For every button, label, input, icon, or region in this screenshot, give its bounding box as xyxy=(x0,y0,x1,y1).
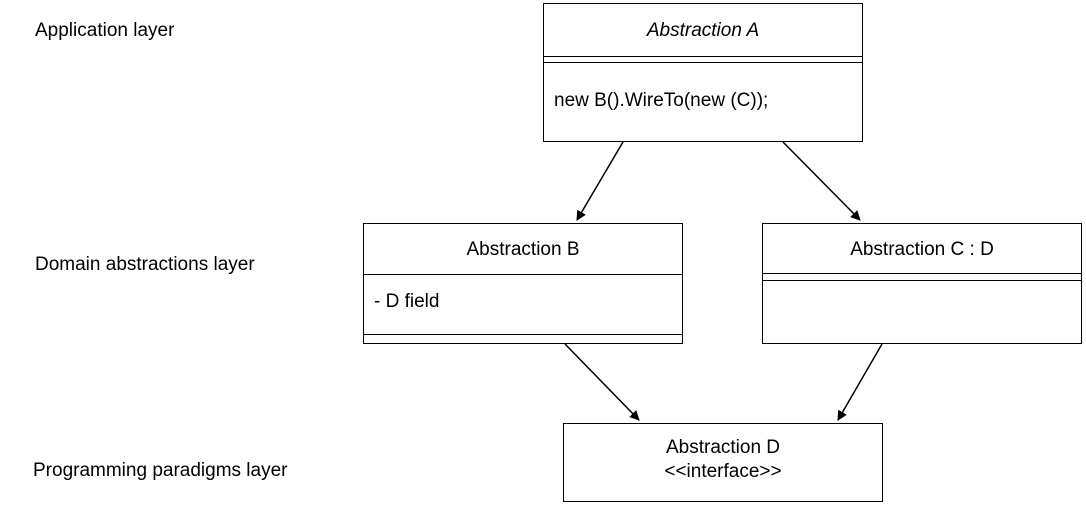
abstraction-b-title: Abstraction B xyxy=(466,239,580,260)
abstraction-a-divider xyxy=(544,56,862,57)
arrow-c-to-d xyxy=(837,343,883,421)
paradigms-layer-label: Programming paradigms layer xyxy=(33,460,288,481)
abstraction-a-title: Abstraction A xyxy=(646,20,760,41)
arrow-b-to-d xyxy=(564,343,640,421)
abstraction-b-divider-2 xyxy=(364,334,682,335)
abstraction-a-body: new B().WireTo(new (C)); xyxy=(554,90,769,111)
abstraction-b-divider xyxy=(364,274,682,275)
abstraction-c-class[interactable]: Abstraction C : D xyxy=(762,223,1082,344)
abstraction-a-divider-2 xyxy=(544,62,862,63)
arrow-a-to-c xyxy=(782,141,861,221)
abstraction-d-stereotype: <<interface>> xyxy=(664,461,782,482)
application-layer-label: Application layer xyxy=(35,20,175,41)
arrow-a-to-b xyxy=(576,141,624,221)
abstraction-b-field: - D field xyxy=(374,291,440,312)
domain-layer-label: Domain abstractions layer xyxy=(35,254,255,275)
abstraction-b-class[interactable]: Abstraction B - D field xyxy=(363,223,683,344)
abstraction-d-title: Abstraction D xyxy=(665,437,781,458)
abstraction-a-class[interactable]: Abstraction A new B().WireTo(new (C)); xyxy=(543,3,863,142)
abstraction-d-interface[interactable]: Abstraction D <<interface>> xyxy=(563,423,883,502)
abstraction-c-divider-2 xyxy=(763,280,1081,281)
abstraction-c-title: Abstraction C : D xyxy=(850,239,994,260)
abstraction-c-divider xyxy=(763,273,1081,274)
